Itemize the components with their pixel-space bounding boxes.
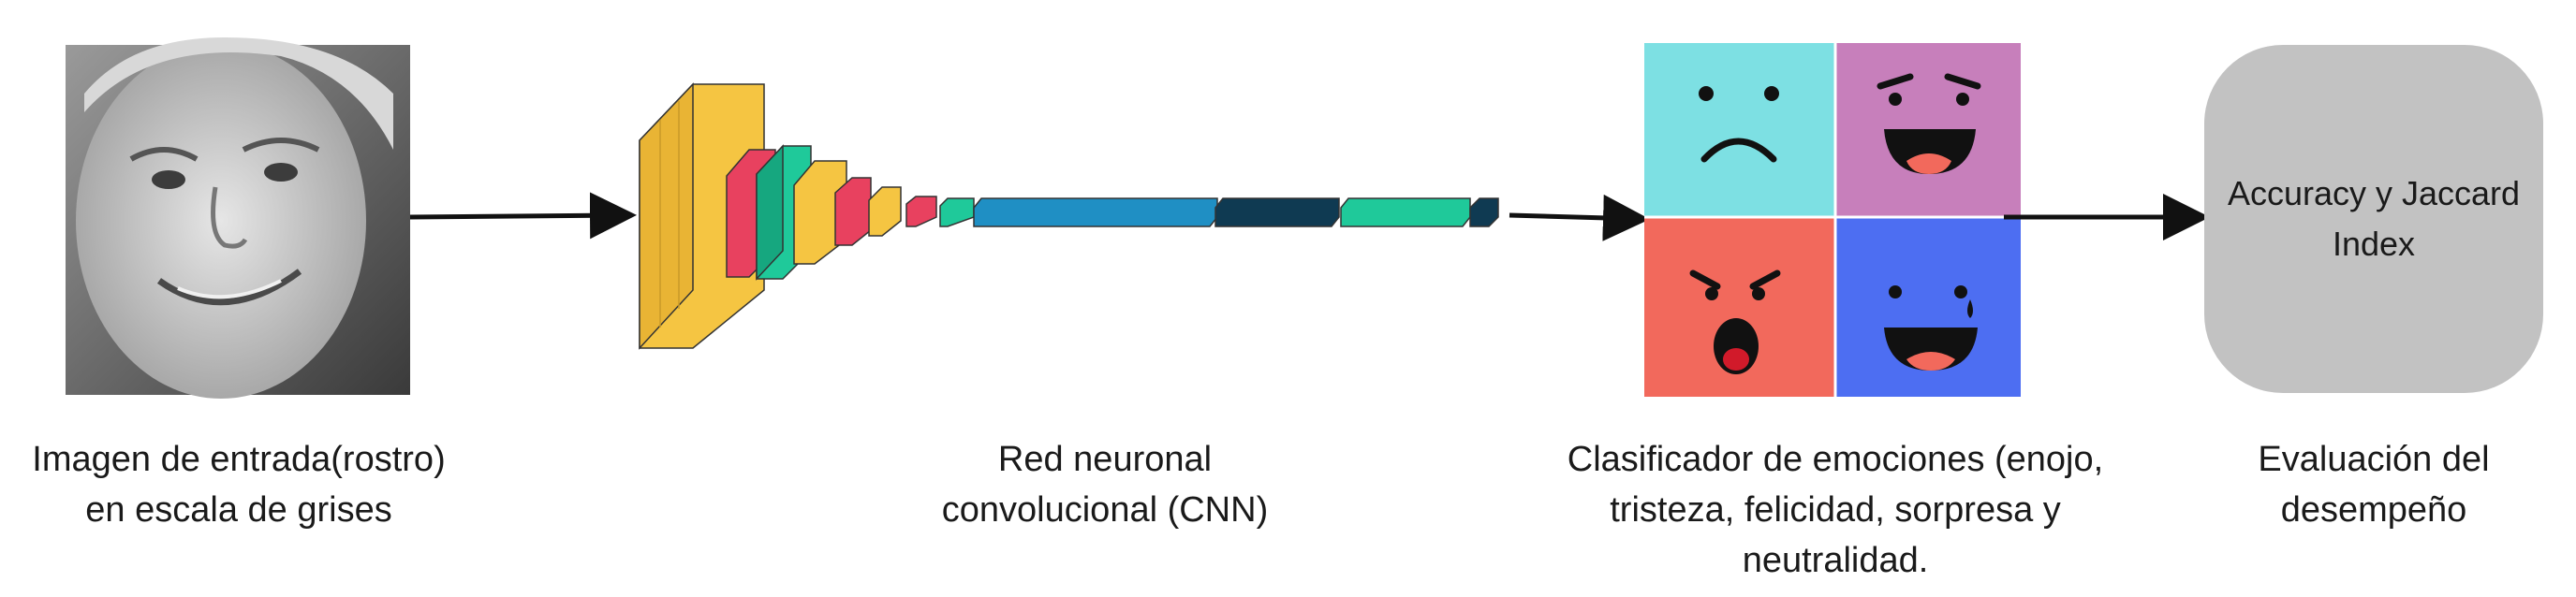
input-caption-line1: Imagen de entrada(rostro) [32, 440, 446, 479]
classifier-caption-line3: neutralidad. [1742, 541, 1929, 580]
sad-face-icon [1699, 86, 1779, 163]
evaluation-caption-line1: Evaluación del [2258, 440, 2490, 479]
cnn-layer-stack [639, 82, 1499, 350]
cnn-caption: Red neuronal convolucional (CNN) [880, 434, 1330, 535]
evaluation-box-text: Accuracy y Jaccard Index [2227, 174, 2521, 263]
classifier-caption-line2: tristeza, felicidad, sorpresa y [1610, 490, 2061, 530]
evaluation-caption: Evaluación del desempeño [2182, 434, 2566, 535]
surprised-face-icon [1884, 285, 1978, 371]
input-caption-line2: en escala de grises [85, 490, 392, 530]
evaluation-caption-line2: desempeño [2280, 490, 2467, 530]
cnn-caption-line1: Red neuronal [997, 440, 1213, 479]
cnn-caption-line2: convolucional (CNN) [941, 490, 1269, 530]
input-caption: Imagen de entrada(rostro) en escala de g… [0, 434, 478, 535]
happy-face-icon [1877, 73, 1981, 174]
arrow-cnn-to-classifier [1509, 194, 1650, 241]
classifier-caption: Clasificador de emociones (enojo, triste… [1517, 434, 2154, 586]
evaluation-box: Accuracy y Jaccard Index [2204, 45, 2543, 393]
arrow-input-to-cnn [409, 192, 637, 240]
angry-face-icon [1689, 269, 1781, 374]
classifier-caption-line1: Clasificador de emociones (enojo, [1567, 440, 2104, 479]
emotion-face-grid [1644, 43, 2021, 397]
child-face-photo [66, 37, 410, 399]
